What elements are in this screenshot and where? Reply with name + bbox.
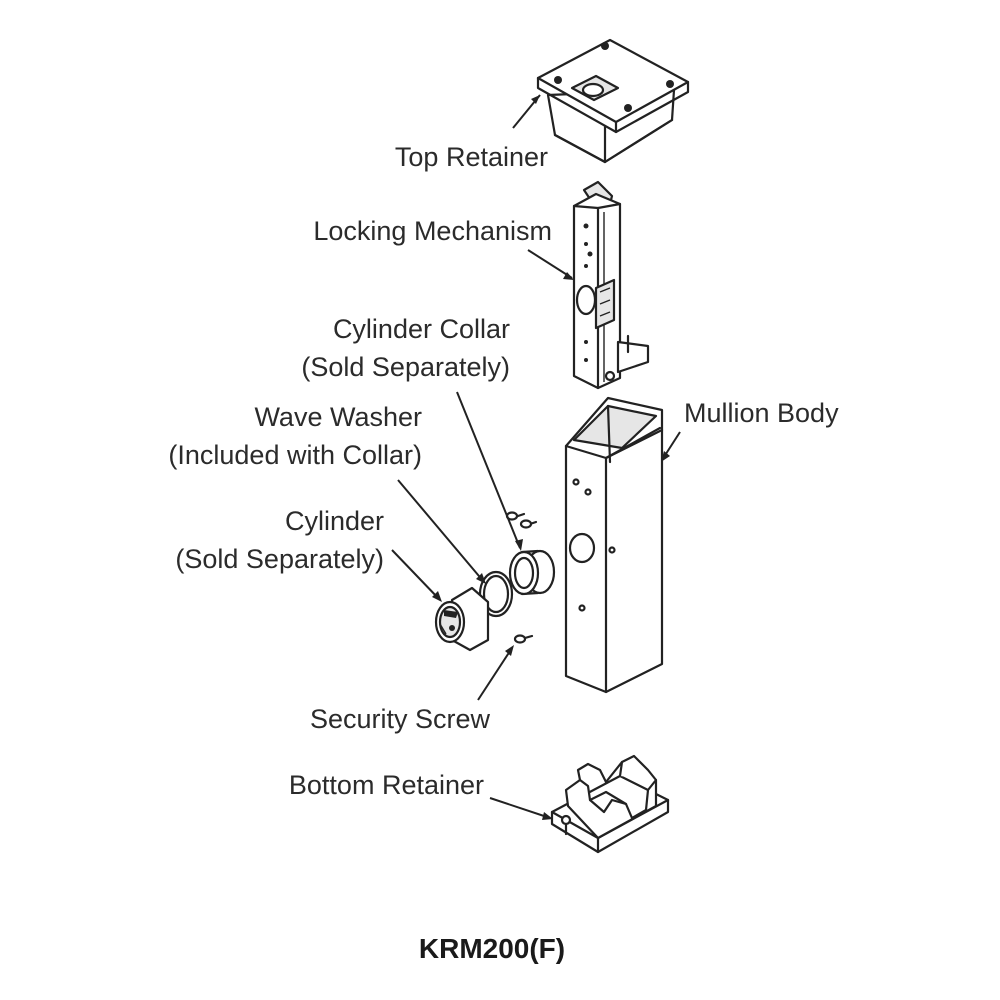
collar-screws-part xyxy=(505,511,538,529)
label-wave-washer-note: (Included with Collar) xyxy=(168,440,422,470)
label-wave-washer: Wave Washer xyxy=(254,402,422,432)
leader-bottom-retainer xyxy=(489,797,551,819)
leader-lines xyxy=(391,94,681,820)
label-cylinder: Cylinder xyxy=(285,506,384,536)
label-top-retainer: Top Retainer xyxy=(395,142,548,172)
leader-security-screw xyxy=(477,647,513,701)
leader-locking-mechanism xyxy=(527,249,573,279)
cylinder-collar-part xyxy=(508,549,556,596)
label-security-screw: Security Screw xyxy=(310,704,491,734)
locking-mechanism-part xyxy=(572,180,650,390)
leader-cylinder xyxy=(391,549,441,601)
label-cylinder-collar-note: (Sold Separately) xyxy=(301,352,510,382)
label-mullion-body: Mullion Body xyxy=(684,398,839,428)
label-bottom-retainer: Bottom Retainer xyxy=(289,770,484,800)
bottom-retainer-part xyxy=(550,754,670,854)
labels: Top Retainer Locking Mechanism Cylinder … xyxy=(168,142,839,964)
label-cylinder-collar: Cylinder Collar xyxy=(333,314,510,344)
cylinder-part xyxy=(434,586,490,652)
model-title: KRM200(F) xyxy=(419,933,565,964)
leader-cylinder-collar xyxy=(456,391,521,549)
label-cylinder-note: (Sold Separately) xyxy=(175,544,384,574)
mullion-body-part xyxy=(564,396,664,694)
security-screw-part xyxy=(513,634,534,644)
top-retainer-part xyxy=(536,38,690,164)
label-locking-mechanism: Locking Mechanism xyxy=(313,216,552,246)
leader-wave-washer xyxy=(397,479,485,583)
